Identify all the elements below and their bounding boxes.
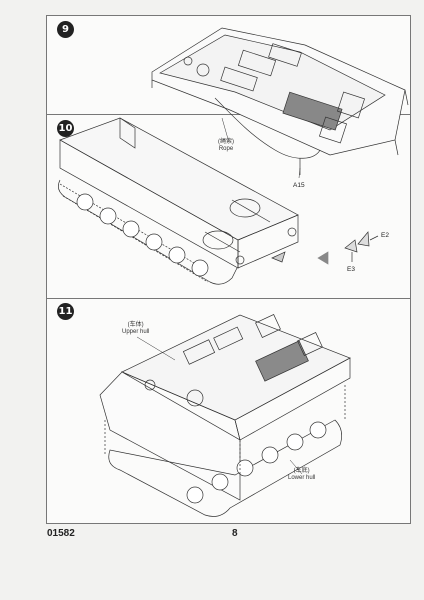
rope-label-en: Rope (218, 146, 234, 152)
step11-vehicle-drawing (99, 314, 351, 517)
step9-hull-drawing (151, 27, 409, 175)
part-a15-label: A15 (293, 182, 305, 189)
kit-number: 01582 (47, 528, 75, 539)
upper-hull-label: (车体) Upper hull (122, 322, 149, 336)
step-divider-10-11 (46, 298, 411, 299)
upper-hull-label-cn: (车体) (127, 322, 144, 328)
step-9-badge: 9 (57, 21, 74, 38)
step10-hull-drawing (58, 117, 299, 285)
step-divider-9-10 (46, 114, 411, 115)
upper-hull-label-en: Upper hull (122, 329, 150, 335)
part-e2-shape (357, 231, 370, 247)
lower-hull-label: (车底) Lower hull (288, 468, 315, 482)
part-e2-label: E2 (381, 232, 389, 239)
part-e3-shape (344, 239, 358, 253)
direction-arrow-icon (317, 251, 329, 265)
step-11-badge: 11 (57, 303, 74, 320)
page-number: 8 (232, 528, 238, 539)
rope-label: (绳索) Rope (218, 139, 234, 153)
lower-hull-label-en: Lower hull (288, 475, 316, 481)
step-10-badge: 10 (57, 120, 74, 137)
part-e3-label: E3 (347, 266, 355, 273)
rope-label-cn: (绳索) (218, 139, 234, 145)
lower-hull-label-cn: (车底) (293, 468, 310, 474)
